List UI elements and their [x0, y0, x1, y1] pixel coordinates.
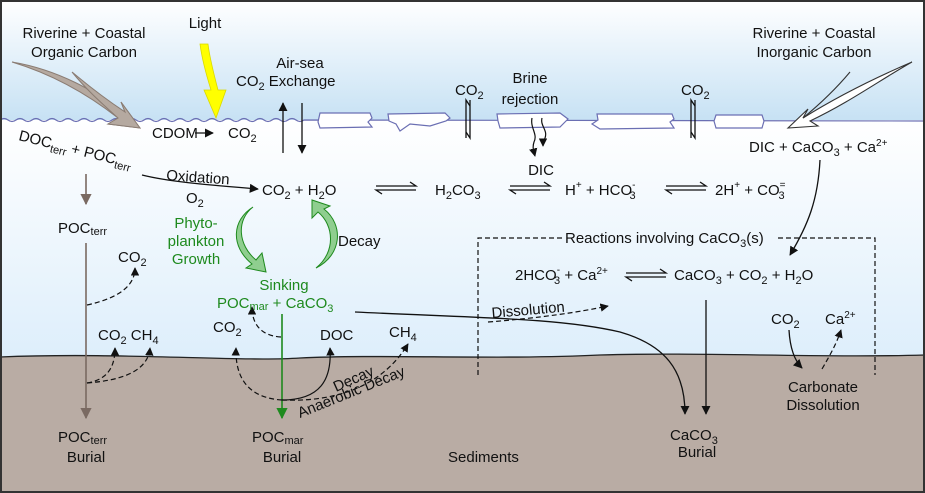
cdom-label: CDOM: [152, 125, 198, 142]
poc-terr-burial-label-1: POCterr: [58, 429, 107, 447]
decay-arrow: [311, 199, 338, 269]
brine-arrow-1: [529, 117, 538, 157]
light-label: Light: [189, 15, 222, 32]
sediment-surface-line: [0, 353, 925, 360]
oxidation-arrow: [141, 174, 259, 193]
reaction-left-label: 2HCO-3 + Ca2+: [515, 265, 608, 287]
mar-ch4-anaerobic-dashed: [281, 343, 409, 401]
caco3-burial-label-2: Burial: [678, 444, 716, 461]
poc-mar-burial-label-1: POCmar: [252, 429, 304, 447]
carbonate-dissolution-label-2: Dissolution: [786, 397, 859, 414]
riverine-inorganic-label-2: Inorganic Carbon: [756, 44, 871, 61]
mar-doc-decay-arrow: [281, 347, 335, 401]
ice-co2-right-label: CO2: [681, 82, 710, 102]
brine-arrow-2: [538, 117, 548, 147]
brine-label-1: Brine: [512, 70, 547, 87]
poc-mar-caco3-label: POCmar + CaCO3: [217, 295, 333, 315]
caco3-sinking-arrow: [354, 311, 690, 415]
right-ca-label: Ca2+: [825, 310, 856, 328]
air-sea-label-2: CO2 Exchange: [236, 73, 336, 93]
h-hco3-label: H+ + HCO-3: [565, 180, 636, 202]
dissolution-label: Dissolution: [491, 299, 566, 322]
mar-co2-dashed: [247, 306, 282, 338]
ice-floe: [317, 112, 374, 129]
poc-terr-label: POCterr: [58, 220, 107, 238]
poc-mar-burial-label-2: Burial: [263, 449, 301, 466]
right-co2-label: CO2: [771, 311, 800, 331]
oxidation-label: Oxidation: [166, 167, 230, 188]
ice-floe: [590, 113, 676, 130]
mar-co2-label: CO2: [213, 319, 242, 339]
terr-co2-sed-dashed: [86, 347, 120, 384]
riverine-organic-label-2: Organic Carbon: [31, 44, 137, 61]
ice-co2-exchange-left: [465, 97, 471, 141]
2h-co3-label: 2H+ + CO=3: [715, 180, 786, 202]
equilibrium-arrows: [373, 181, 709, 282]
terr-co2-dashed: [86, 267, 140, 306]
co2-h2o-label: CO2 + H2O: [262, 182, 336, 202]
reactions-box-title: Reactions involving CaCO3(s): [565, 230, 764, 250]
cdom-co2-label: CO2: [228, 125, 257, 145]
dissolution-to-ca-arrow: [821, 329, 843, 370]
phytoplankton-label-1: Phyto-: [174, 215, 217, 232]
riverine-inorganic-carbon-arrow: [786, 61, 913, 129]
phytoplankton-label-3: Growth: [172, 251, 220, 268]
decay-upper-label: Decay: [338, 233, 381, 250]
carbonate-dissolution-label-1: Carbonate: [788, 379, 858, 396]
sea-surface-line: [0, 117, 925, 123]
brine-label-2: rejection: [502, 91, 559, 108]
caco3-burial-label-1: CaCO3: [670, 427, 718, 447]
ice-floe: [713, 114, 765, 129]
mar-doc-label: DOC: [320, 327, 354, 344]
terr-co2-label: CO2: [118, 249, 147, 269]
mar-co2-sed-dashed: [231, 347, 283, 401]
sinking-label: Sinking: [259, 277, 308, 294]
co2-to-dissolution-arrow: [788, 329, 803, 369]
terr-co2-ch4-label: CO2 CH4: [98, 327, 159, 347]
atmosphere: [0, 0, 925, 122]
brine-dic-label: DIC: [528, 162, 554, 179]
sea-ice-floes: [317, 112, 765, 132]
riverine-inorganic-label-1: Riverine + Coastal: [753, 25, 876, 42]
reactions-box: [477, 237, 876, 375]
ice-co2-left-label: CO2: [455, 82, 484, 102]
poc-terr-burial-label-2: Burial: [67, 449, 105, 466]
phytoplankton-label-2: plankton: [168, 233, 225, 250]
sediment-layer: [0, 354, 925, 493]
terr-ch4-sed-dashed: [86, 347, 154, 384]
air-sea-label-1: Air-sea: [276, 55, 324, 72]
dic-to-reactions-arrow: [789, 159, 821, 256]
ice-floe: [496, 112, 569, 129]
sediments-label: Sediments: [448, 449, 519, 466]
light-arrow: [199, 43, 227, 120]
ice-floe: [387, 112, 451, 132]
ice-co2-exchange-right: [690, 97, 696, 141]
reaction-right-label: CaCO3 + CO2 + H2O: [674, 267, 813, 287]
phytoplankton-growth-arrow: [235, 206, 267, 273]
o2-label: O2: [186, 190, 204, 210]
ocean-water: [0, 120, 925, 360]
riverine-organic-label-1: Riverine + Coastal: [23, 25, 146, 42]
mar-ch4-label: CH4: [389, 324, 417, 344]
dic-caco3-ca-label: DIC + CaCO3 + Ca2+: [749, 138, 888, 159]
h2co3-label: H2CO3: [435, 182, 481, 202]
dissolution-arrow: [487, 303, 609, 323]
